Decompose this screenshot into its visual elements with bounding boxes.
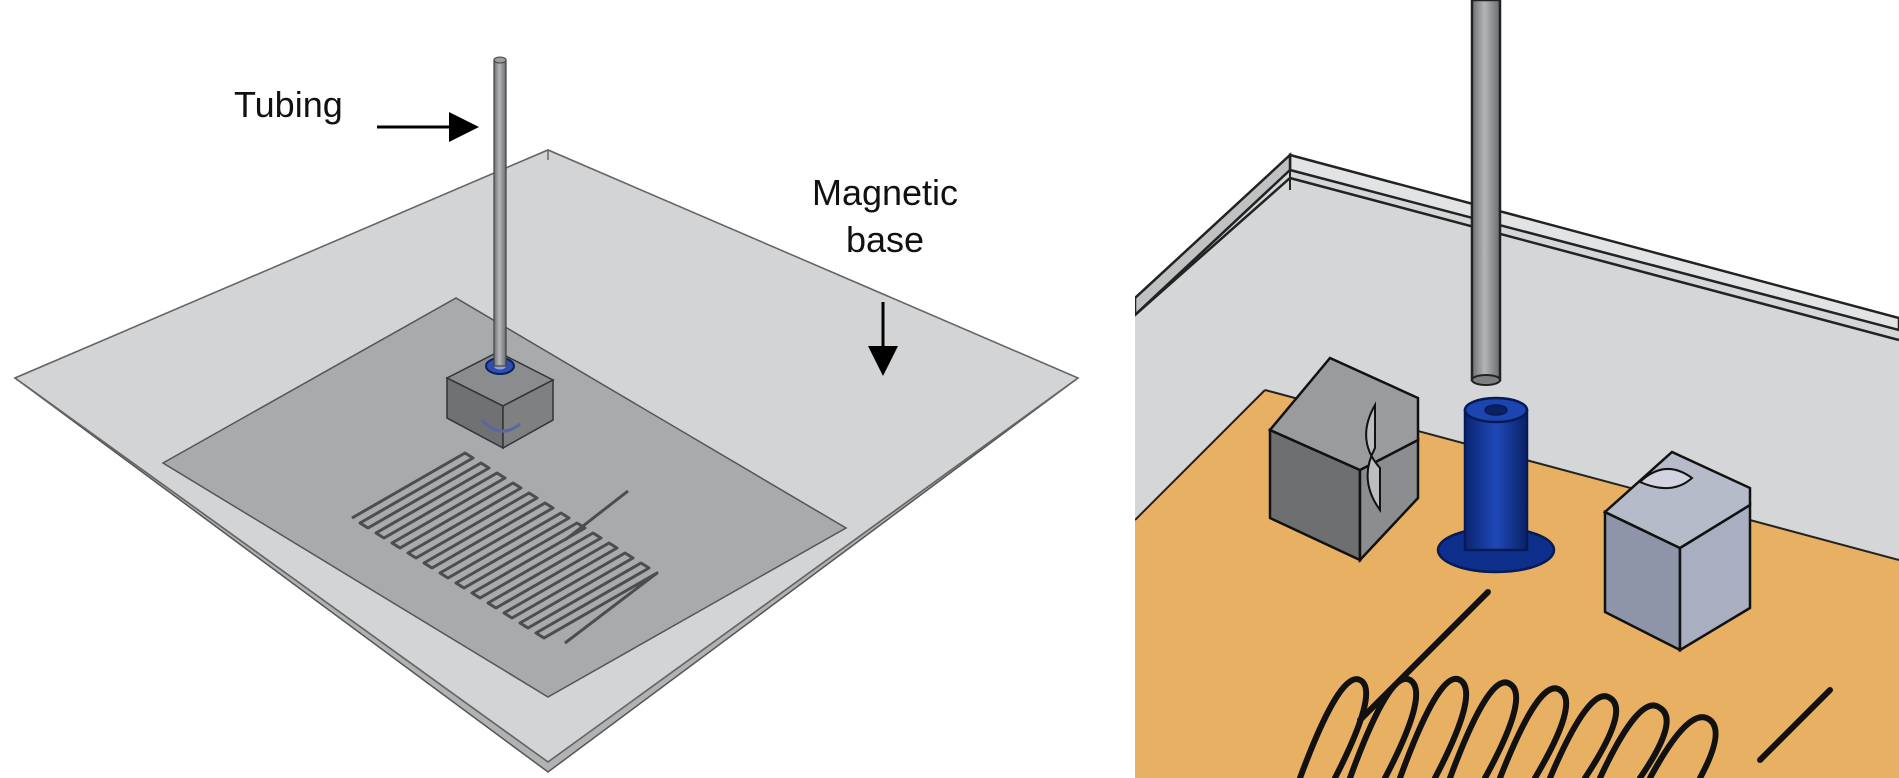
blue-connector xyxy=(1436,396,1556,574)
closeup-panel xyxy=(1135,0,1899,778)
connector-block xyxy=(445,351,555,450)
magnetic-base-label-line2: base xyxy=(846,219,924,260)
magnetic-base-label-line1: Magnetic xyxy=(812,172,958,213)
overview-panel: Tubing Magnetic base xyxy=(13,56,1080,773)
serpentine-channel-closeup xyxy=(1297,589,1833,778)
serpentine-channel xyxy=(351,451,659,645)
tubing-label: Tubing xyxy=(234,84,343,125)
microfluidic-chip xyxy=(161,297,848,698)
base-wall xyxy=(1135,152,1899,561)
magnet-right xyxy=(1602,450,1752,653)
magnet-left xyxy=(1267,356,1420,564)
tubing-closeup xyxy=(1470,0,1502,386)
tubing-overview xyxy=(493,56,507,367)
